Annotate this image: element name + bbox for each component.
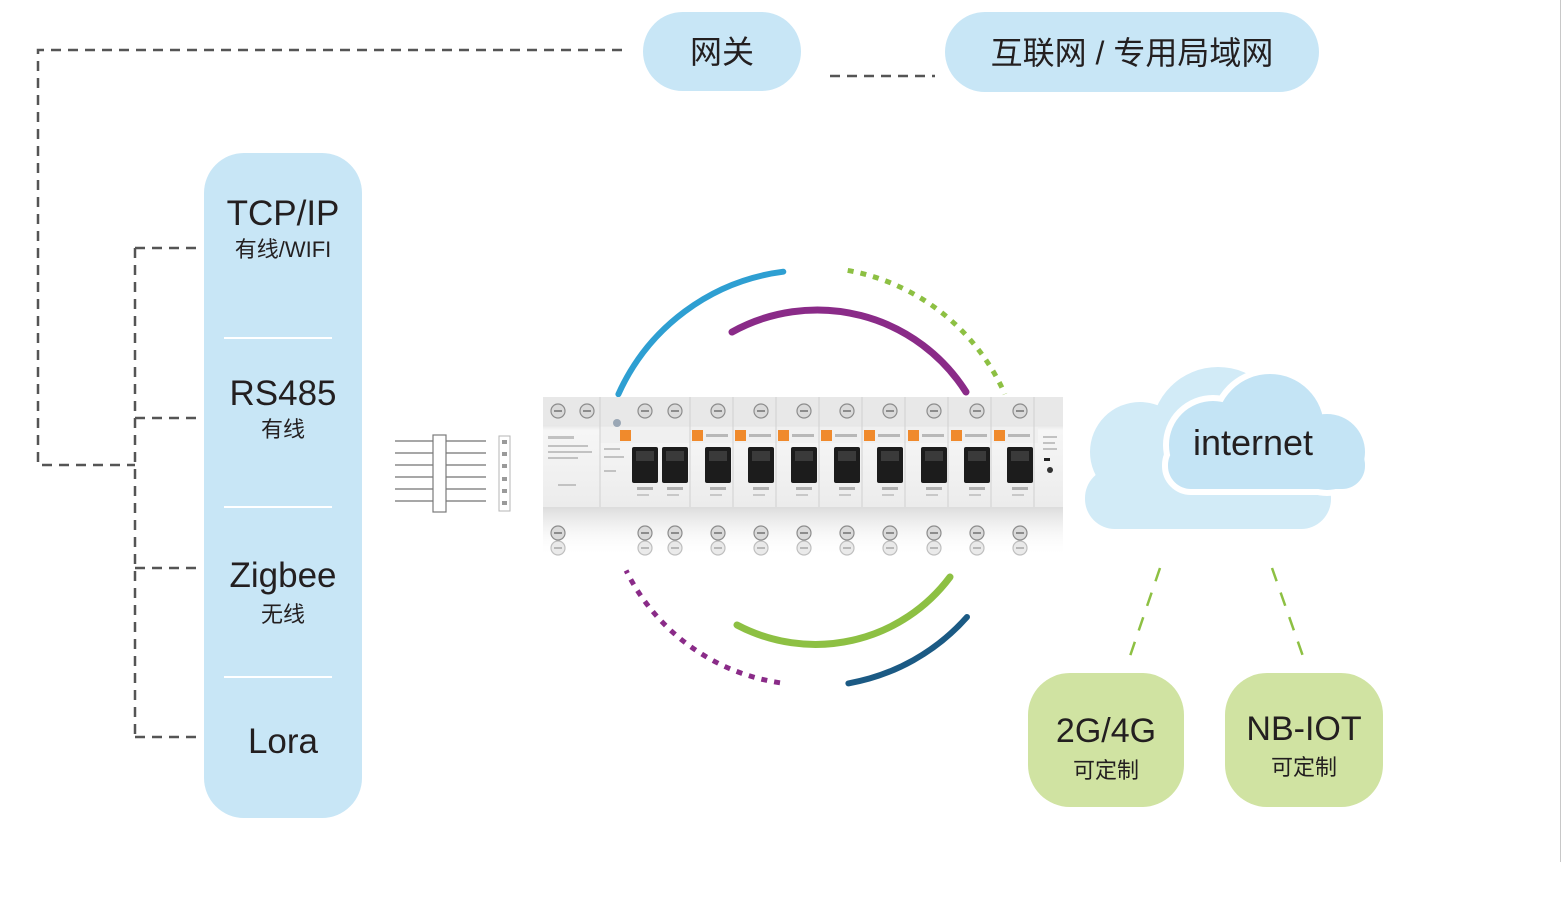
breaker-rating-mark (796, 487, 812, 490)
cloud-icon (1085, 367, 1371, 529)
breaker-spec-mark (710, 494, 722, 496)
gateway-pill: 网关 (643, 12, 801, 91)
orange-indicator-tab (908, 430, 919, 441)
breaker-rating-mark (753, 487, 769, 490)
signal-arcs (615, 267, 1008, 687)
orange-indicator-tab (821, 430, 832, 441)
module-label-mark (749, 434, 771, 437)
module-label-mark (965, 434, 987, 437)
connector-icon (395, 434, 511, 513)
breaker-spec-mark (796, 494, 808, 496)
orange-indicator-tab (735, 430, 746, 441)
network-pill: 互联网 / 专用局域网 (945, 12, 1319, 92)
module-label-mark (792, 434, 814, 437)
module-label-mark (1008, 434, 1030, 437)
breaker-toggle-cap (881, 451, 899, 461)
breaker-toggle-cap (968, 451, 986, 461)
breaker-toggle-cap (752, 451, 770, 461)
module-label-mark (878, 434, 900, 437)
arc-green-bottom (733, 573, 954, 648)
protocol-divider (224, 676, 332, 678)
breaker-spec-mark (882, 494, 894, 496)
breaker-spec-mark (753, 494, 765, 496)
breaker-rating-mark (926, 487, 942, 490)
circuit-breaker-icon (543, 397, 1063, 557)
module-label-mark (835, 434, 857, 437)
breaker-spec-mark (926, 494, 938, 496)
orange-indicator-tab (994, 430, 1005, 441)
orange-indicator-tab (692, 430, 703, 441)
breaker-toggle-cap (795, 451, 813, 461)
breaker-rating-mark (710, 487, 726, 490)
protocol-rs485-sub: 有线 (260, 417, 305, 442)
cellular-2g4g-sub: 可定制 (1072, 758, 1139, 783)
module-label-mark (706, 434, 728, 437)
cellular-nbiot-name: NB-IOT (1246, 710, 1362, 748)
link-nbiot (1270, 567, 1307, 663)
gateway-label: 网关 (689, 34, 754, 70)
cellular-2g4g-name: 2G/4G (1055, 712, 1157, 750)
control-module (548, 419, 1057, 486)
orange-indicator-tab (864, 430, 875, 441)
protocol-zigbee-name: Zigbee (229, 556, 337, 595)
breaker-rating-mark (882, 487, 898, 490)
arc-blue-top-left (615, 268, 787, 398)
arc-purple-dotted-bottom-left (623, 569, 781, 686)
breaker-spec-mark (1012, 494, 1024, 496)
protocol-tcpip-sub: 有线/WIFI (234, 237, 332, 262)
module-label-mark (922, 434, 944, 437)
arc-purple-top (728, 306, 970, 396)
breaker-toggle-cap (1011, 451, 1029, 461)
link-2g4g (1126, 567, 1162, 663)
cellular-links (1126, 567, 1307, 663)
cellular-nbiot-sub: 可定制 (1270, 755, 1337, 780)
breaker-spec-mark (839, 494, 851, 496)
cloud-label: internet (1192, 422, 1314, 463)
network-label: 互联网 / 专用局域网 (990, 35, 1274, 71)
breaker-spec-mark (667, 494, 679, 496)
breaker-spec-mark (969, 494, 981, 496)
protocol-divider (224, 506, 332, 508)
frame-edge-line (1560, 0, 1561, 862)
breaker-toggle-cap (925, 451, 943, 461)
protocol-divider (224, 337, 332, 339)
cellular-pill-nbiot: NB-IOT 可定制 (1225, 673, 1383, 807)
breaker-rating-mark (969, 487, 985, 490)
breaker-rating-mark (637, 487, 653, 490)
gateway-wiring (36, 48, 935, 739)
cloud-front (1168, 374, 1365, 490)
cellular-pill-2g4g: 2G/4G 可定制 (1028, 673, 1184, 807)
breaker-toggle-cap (838, 451, 856, 461)
protocol-rs485-name: RS485 (229, 374, 337, 413)
protocol-column: TCP/IP 有线/WIFI RS485 有线 Zigbee 无线 Lora (204, 153, 362, 818)
orange-indicator-tab (620, 430, 631, 441)
protocol-lora-name: Lora (247, 722, 319, 761)
breaker-rating-mark (1012, 487, 1028, 490)
orange-indicator-tab (951, 430, 962, 441)
breaker-toggle-cap (709, 451, 727, 461)
breaker-toggle-cap (666, 451, 684, 461)
breaker-rating-mark (839, 487, 855, 490)
arc-navy-bottom-right (845, 614, 970, 687)
arc-green-dotted-top-right (847, 267, 1008, 396)
protocol-zigbee-sub: 无线 (260, 602, 305, 627)
protocol-tcpip-name: TCP/IP (226, 194, 340, 233)
orange-indicator-tab (778, 430, 789, 441)
breaker-toggle-cap (636, 451, 654, 461)
gateway-link-line (36, 48, 622, 467)
breaker-spec-mark (637, 494, 649, 496)
breaker-rating-mark (667, 487, 683, 490)
